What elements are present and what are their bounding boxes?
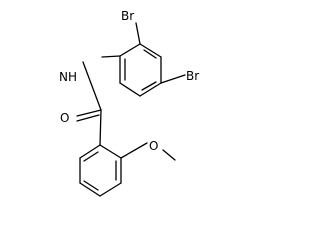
o-ch3-bond <box>162 149 176 161</box>
ring2-bond <box>99 144 122 159</box>
bromine-label: Br <box>186 69 199 83</box>
carbonyl-oxygen-label: O <box>60 111 69 125</box>
ring1-double-bond <box>141 81 157 91</box>
c-n-bond <box>101 55 121 58</box>
methoxy-oxygen-label: O <box>149 139 158 153</box>
ring1-bond <box>139 43 162 58</box>
c-br-bond <box>135 22 141 45</box>
ring2-bond <box>79 144 101 159</box>
ring2-double-bond <box>83 180 99 191</box>
ring1-bond <box>139 82 162 97</box>
dibromophenyl-ring <box>119 43 162 97</box>
ring2-double-bond <box>83 151 99 162</box>
amide-nh-label: NH <box>59 70 77 84</box>
c-br-bond <box>160 74 186 84</box>
ring1-bond <box>119 82 141 97</box>
molecule-structure: Br Br NH O O <box>59 9 199 197</box>
c-aryl-bond <box>99 109 102 146</box>
n-c-bond <box>82 61 102 111</box>
ring2-bond <box>79 182 101 197</box>
ring1-bond <box>119 43 141 57</box>
ring1-double-bond <box>143 49 157 59</box>
carbonyl-double-bond <box>76 109 102 117</box>
ring2-bond <box>99 182 122 197</box>
carbonyl-double-bond <box>76 114 100 122</box>
bromine-label: Br <box>121 9 134 23</box>
c-o-bond <box>120 142 148 159</box>
methoxyphenyl-ring <box>79 144 122 197</box>
structure-canvas: Br Br NH O O <box>59 9 199 197</box>
